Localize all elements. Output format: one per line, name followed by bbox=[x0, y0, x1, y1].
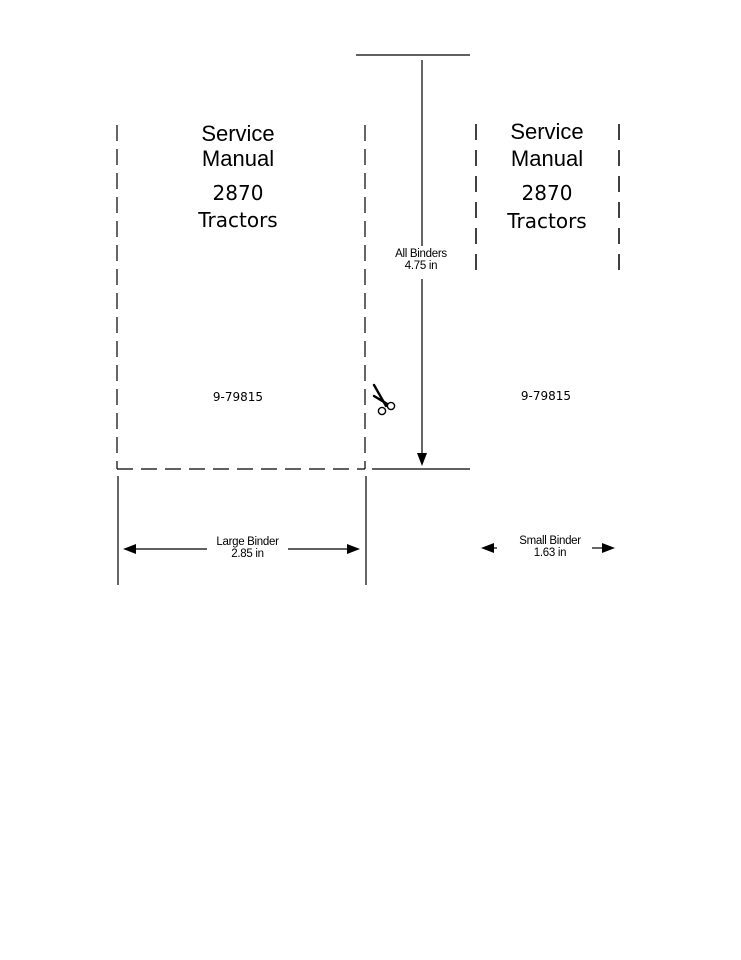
large-spine-title-line2: Manual bbox=[201, 146, 275, 171]
small-binder-value: 1.63 in bbox=[533, 547, 567, 559]
all-binders-arrowhead bbox=[417, 453, 427, 466]
large-spine-part-number: 9-79815 bbox=[212, 390, 264, 404]
all-binders-value: 4.75 in bbox=[404, 260, 438, 272]
small-spine-part-number: 9-79815 bbox=[520, 389, 572, 403]
large-binder-dimension-label: Large Binder 2.85 in bbox=[200, 536, 295, 560]
large-spine-model-line2: Tractors bbox=[198, 208, 278, 232]
all-binders-dimension-label: All Binders 4.75 in bbox=[380, 248, 462, 272]
small-binder-arrow-right bbox=[602, 543, 615, 553]
small-binder-label: Small Binder bbox=[519, 535, 581, 547]
small-binder-dimension-label: Small Binder 1.63 in bbox=[500, 535, 600, 559]
large-spine-model-line1: 2870 bbox=[212, 181, 264, 205]
scissors-icon bbox=[372, 383, 396, 416]
large-spine-title-line1: Service bbox=[201, 121, 275, 146]
small-spine-model-line2: Tractors bbox=[507, 209, 587, 233]
small-spine-model-line1: 2870 bbox=[521, 181, 573, 205]
large-binder-value: 2.85 in bbox=[231, 548, 264, 560]
small-spine-title-line1: Service bbox=[510, 119, 584, 144]
large-binder-label: Large Binder bbox=[216, 536, 279, 548]
small-spine-title-line2: Manual bbox=[510, 146, 584, 171]
all-binders-label: All Binders bbox=[395, 248, 447, 260]
large-binder-arrow-right bbox=[347, 544, 360, 554]
large-binder-arrow-left bbox=[123, 544, 136, 554]
small-binder-arrow-left bbox=[481, 543, 494, 553]
